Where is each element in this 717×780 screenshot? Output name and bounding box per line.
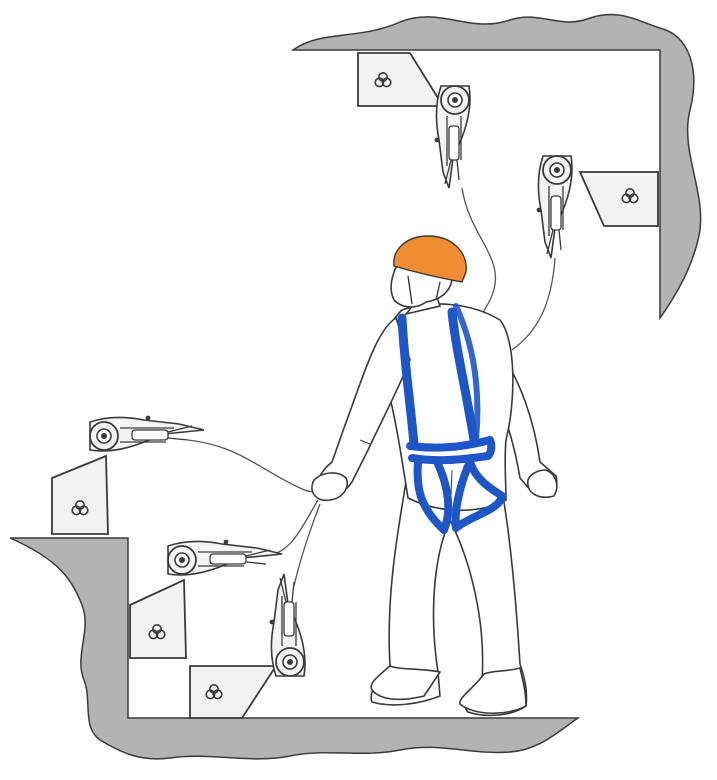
anchor-bracket-ledge	[52, 456, 108, 534]
retractable-device-top	[435, 86, 470, 188]
structure	[10, 15, 701, 759]
anchor-bracket-floor	[190, 666, 276, 718]
overhead-wall	[293, 15, 701, 319]
retractable-device-floor	[270, 574, 305, 676]
lanyard-line	[512, 258, 555, 350]
anchor-bracket-right	[580, 172, 658, 226]
anchor-bracket-top	[358, 53, 443, 106]
lanyard-line	[294, 504, 320, 586]
worker-glove	[312, 473, 347, 500]
lanyard-line	[188, 440, 322, 492]
retractable-device-wall	[168, 540, 282, 575]
worker-glove	[528, 470, 557, 497]
anchor-bracket-wall	[130, 580, 186, 658]
worker-figure	[312, 236, 557, 715]
retractable-device-ledge	[90, 416, 204, 451]
lanyard-line	[262, 500, 318, 556]
anchor-brackets	[52, 53, 658, 718]
retractable-device-right	[537, 156, 572, 258]
worker-boot	[460, 668, 526, 713]
